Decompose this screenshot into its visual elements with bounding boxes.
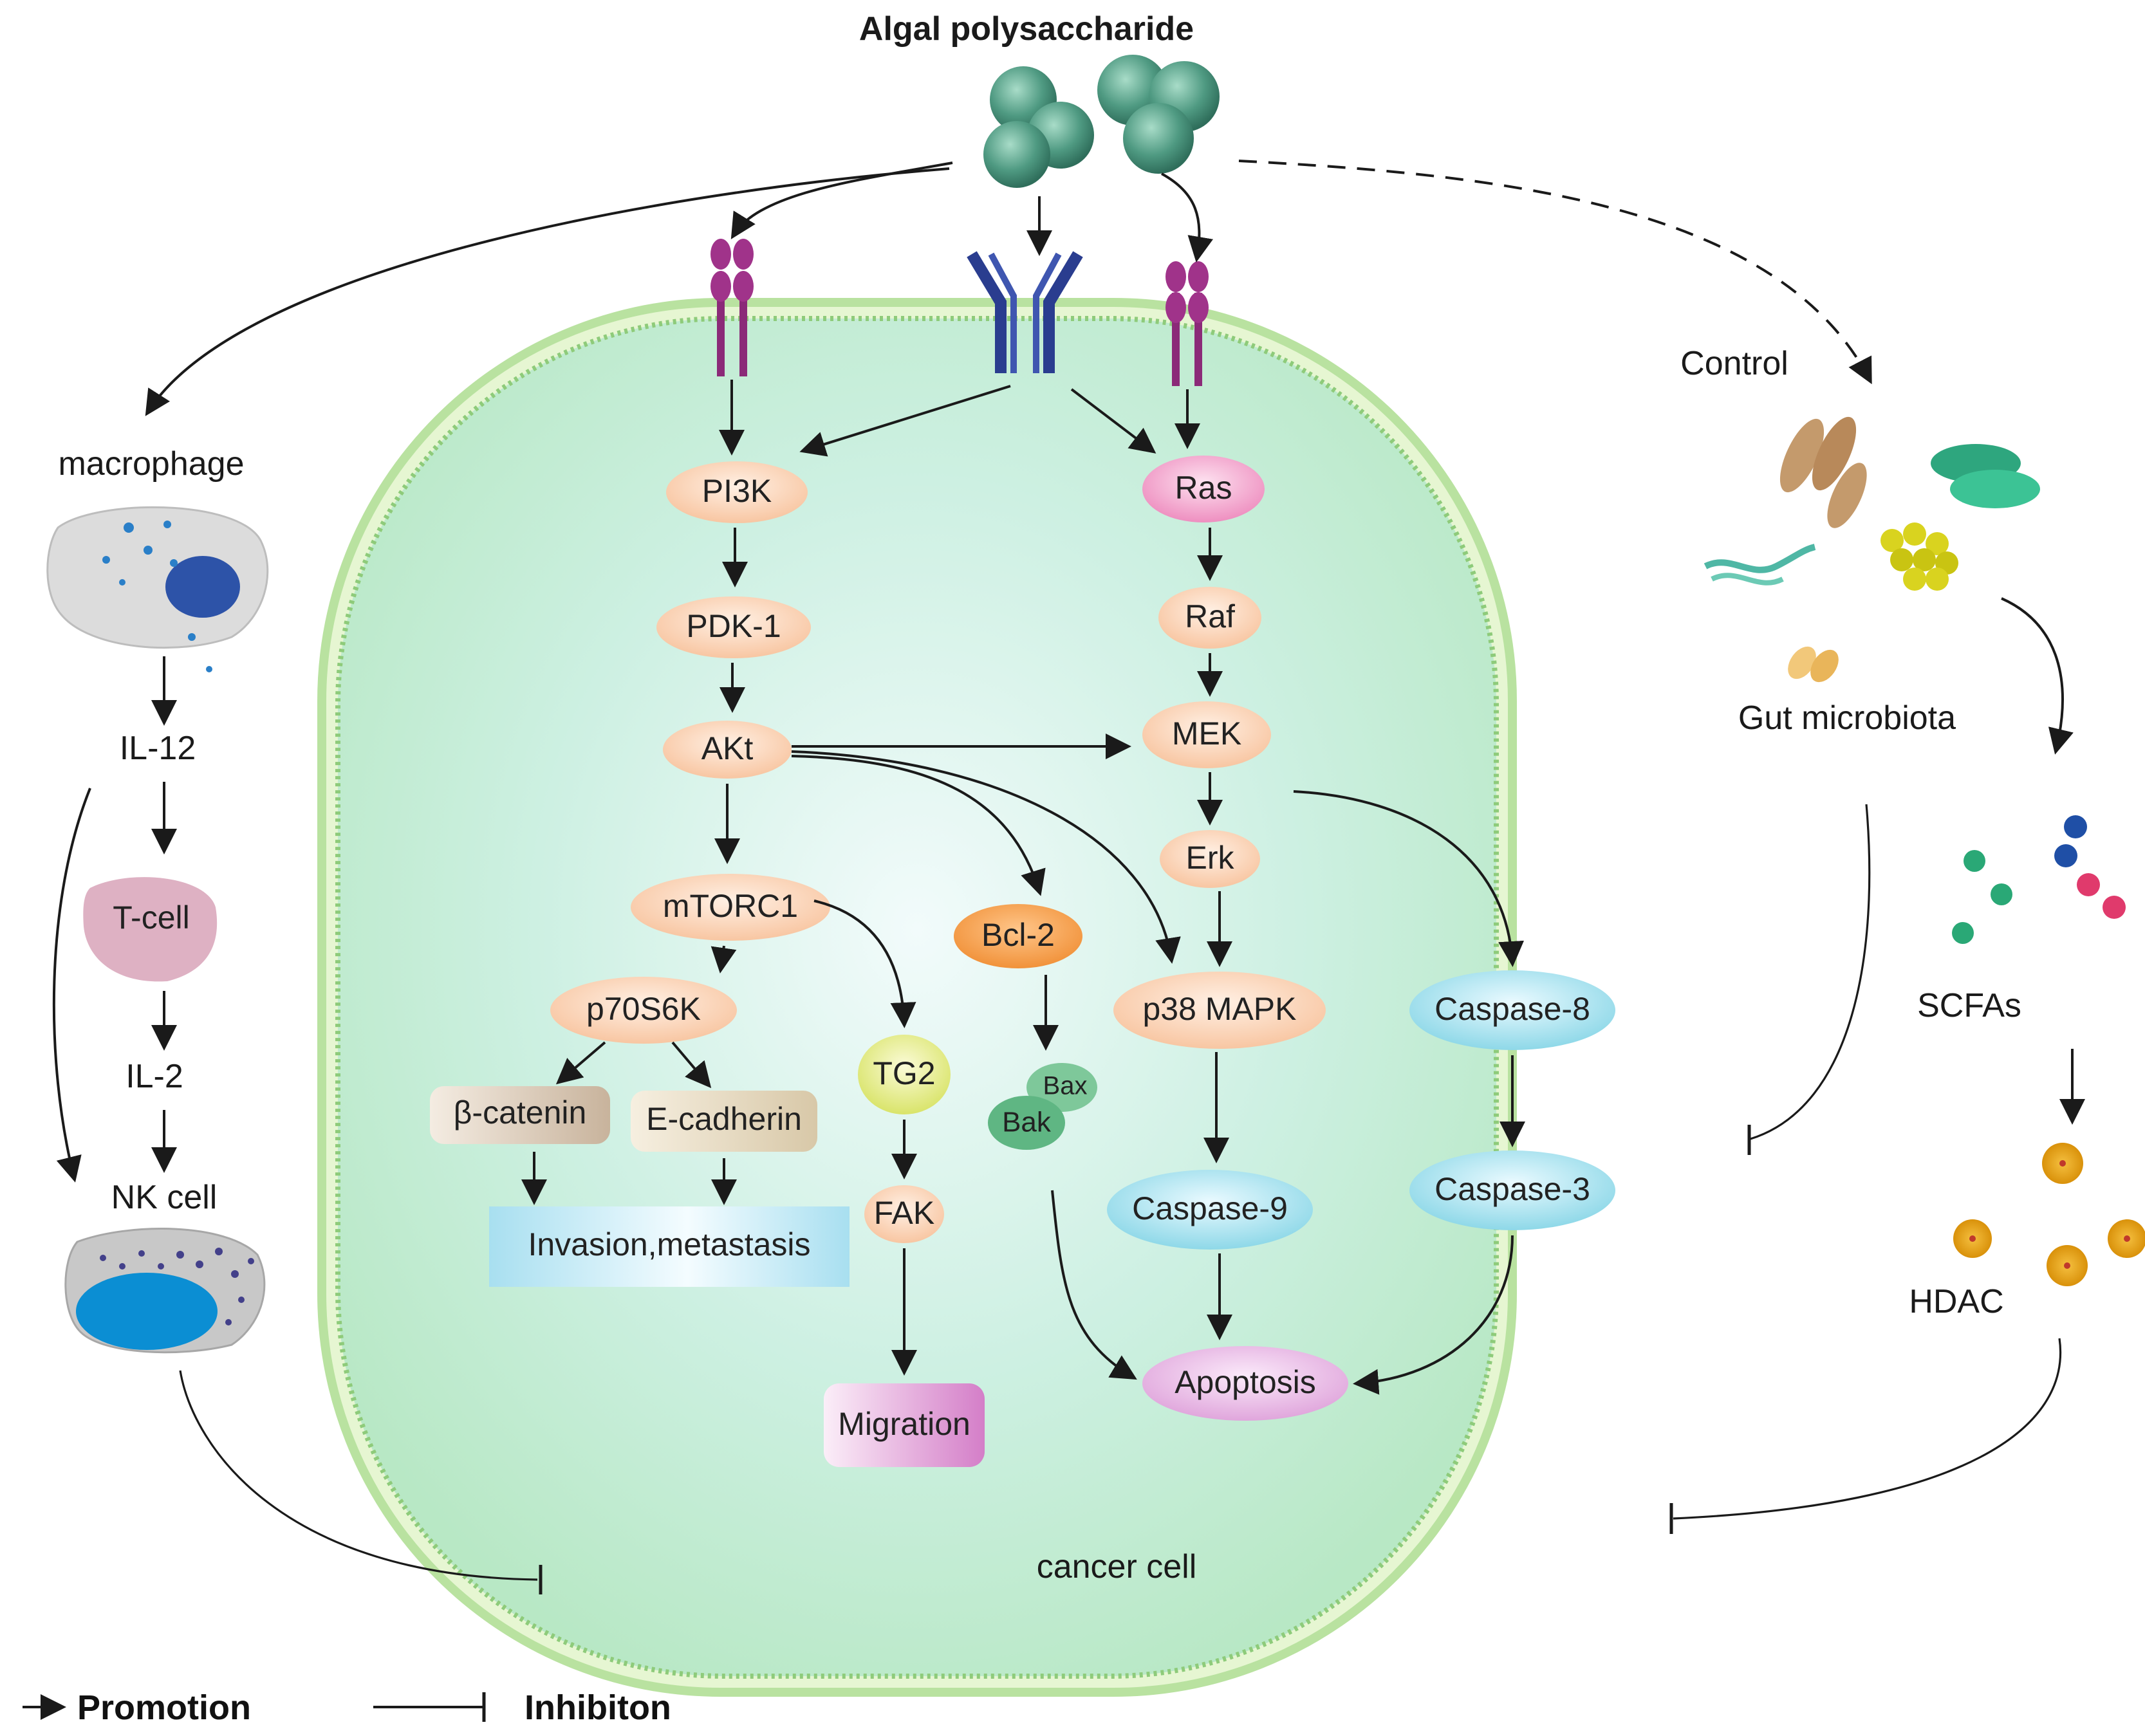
polysaccharide-arrows bbox=[145, 160, 1872, 416]
svg-text:FAK: FAK bbox=[874, 1195, 934, 1231]
control-label: Control bbox=[1680, 345, 1788, 382]
nkcell-icon bbox=[64, 1228, 266, 1354]
arrow-microbiota-scfas bbox=[2001, 597, 2074, 755]
svg-text:mTORC1: mTORC1 bbox=[663, 888, 798, 924]
svg-text:PDK-1: PDK-1 bbox=[686, 608, 781, 644]
cancer-cell-label: cancer cell bbox=[1037, 1548, 1197, 1585]
svg-text:p38 MAPK: p38 MAPK bbox=[1142, 991, 1296, 1027]
caspase8-node: Caspase-8 bbox=[1409, 970, 1615, 1050]
fak-node: FAK bbox=[864, 1185, 944, 1243]
svg-text:Migration: Migration bbox=[838, 1406, 970, 1442]
il12-label: IL-12 bbox=[120, 730, 196, 767]
caspase9-node: Caspase-9 bbox=[1107, 1170, 1313, 1250]
arrow-il12-nkcell bbox=[52, 788, 91, 1183]
svg-text:Ras: Ras bbox=[1175, 470, 1232, 506]
svg-text:Caspase-9: Caspase-9 bbox=[1132, 1190, 1288, 1226]
ras-node: Ras bbox=[1142, 456, 1265, 522]
raf-node: Raf bbox=[1158, 587, 1261, 649]
svg-text:Apoptosis: Apoptosis bbox=[1175, 1364, 1316, 1400]
cancer-cell bbox=[317, 298, 1517, 1697]
svg-text:Caspase-3: Caspase-3 bbox=[1435, 1171, 1590, 1207]
inhibit-nkcell-line bbox=[179, 1370, 538, 1581]
diagram-title: Algal polysaccharide bbox=[859, 10, 1194, 48]
legend-promotion-label: Promotion bbox=[77, 1688, 251, 1727]
svg-text:p70S6K: p70S6K bbox=[586, 991, 701, 1027]
pi3k-node: PI3K bbox=[666, 461, 808, 523]
tcell-icon bbox=[83, 877, 218, 982]
apoptosis-node: Apoptosis bbox=[1142, 1346, 1348, 1421]
p70s6k-node: p70S6K bbox=[550, 977, 737, 1044]
legend: Promotion Inhibiton bbox=[23, 1688, 671, 1727]
svg-text:PI3K: PI3K bbox=[702, 473, 772, 509]
bax-bak-node: Bax Bak bbox=[988, 1063, 1097, 1150]
gut-microbiota-icon bbox=[1704, 416, 2040, 683]
gut-microbiota-label: Gut microbiota bbox=[1738, 699, 1956, 737]
receptor-right-icon bbox=[1165, 261, 1209, 386]
caspase3-node: Caspase-3 bbox=[1409, 1150, 1615, 1230]
scfas-label: SCFAs bbox=[1917, 987, 2021, 1024]
erk-node: Erk bbox=[1160, 830, 1260, 888]
macrophage-icon bbox=[46, 506, 269, 672]
scfas-icon bbox=[1952, 815, 2126, 944]
polysaccharide-icon bbox=[983, 55, 1220, 188]
svg-text:β-catenin: β-catenin bbox=[454, 1094, 587, 1131]
invasion-metastasis-node: Invasion,metastasis bbox=[489, 1206, 850, 1287]
legend-inhibition-label: Inhibiton bbox=[525, 1688, 671, 1727]
mtorc1-node: mTORC1 bbox=[631, 874, 830, 941]
receptor-left-icon bbox=[710, 239, 754, 376]
migration-node: Migration bbox=[824, 1383, 985, 1467]
e-cadherin-node: E-cadherin bbox=[631, 1091, 817, 1152]
bax-label: Bax bbox=[1043, 1072, 1088, 1100]
tg2-node: TG2 bbox=[858, 1035, 951, 1114]
receptor-middle-icon bbox=[967, 251, 1083, 373]
svg-text:TG2: TG2 bbox=[873, 1055, 935, 1091]
mek-node: MEK bbox=[1142, 701, 1271, 768]
nkcell-label: NK cell bbox=[111, 1179, 218, 1216]
bcl2-node: Bcl-2 bbox=[954, 904, 1082, 968]
inhibit-hdac-line bbox=[1673, 1338, 2061, 1520]
pathway-arrows bbox=[521, 380, 1525, 1395]
il2-label: IL-2 bbox=[125, 1058, 183, 1095]
inhibit-microbiota-line bbox=[1750, 804, 1871, 1140]
svg-text:E-cadherin: E-cadherin bbox=[646, 1101, 802, 1137]
svg-text:Invasion,metastasis: Invasion,metastasis bbox=[528, 1226, 810, 1262]
akt-node: AKt bbox=[663, 721, 792, 779]
bak-label: Bak bbox=[1002, 1107, 1052, 1138]
svg-text:Caspase-8: Caspase-8 bbox=[1435, 991, 1590, 1027]
svg-text:Bcl-2: Bcl-2 bbox=[981, 917, 1055, 953]
svg-text:MEK: MEK bbox=[1172, 716, 1241, 752]
hdac-label: HDAC bbox=[1909, 1283, 2003, 1320]
hdac-icon bbox=[1953, 1143, 2145, 1286]
pdk1-node: PDK-1 bbox=[656, 596, 811, 658]
svg-text:AKt: AKt bbox=[701, 730, 754, 766]
macrophage-label: macrophage bbox=[58, 445, 244, 483]
p38-mapk-node: p38 MAPK bbox=[1113, 972, 1326, 1049]
tcell-label: T-cell bbox=[113, 900, 189, 936]
beta-catenin-node: β-catenin bbox=[430, 1086, 610, 1144]
svg-text:Erk: Erk bbox=[1186, 840, 1235, 876]
svg-text:Raf: Raf bbox=[1185, 598, 1235, 634]
